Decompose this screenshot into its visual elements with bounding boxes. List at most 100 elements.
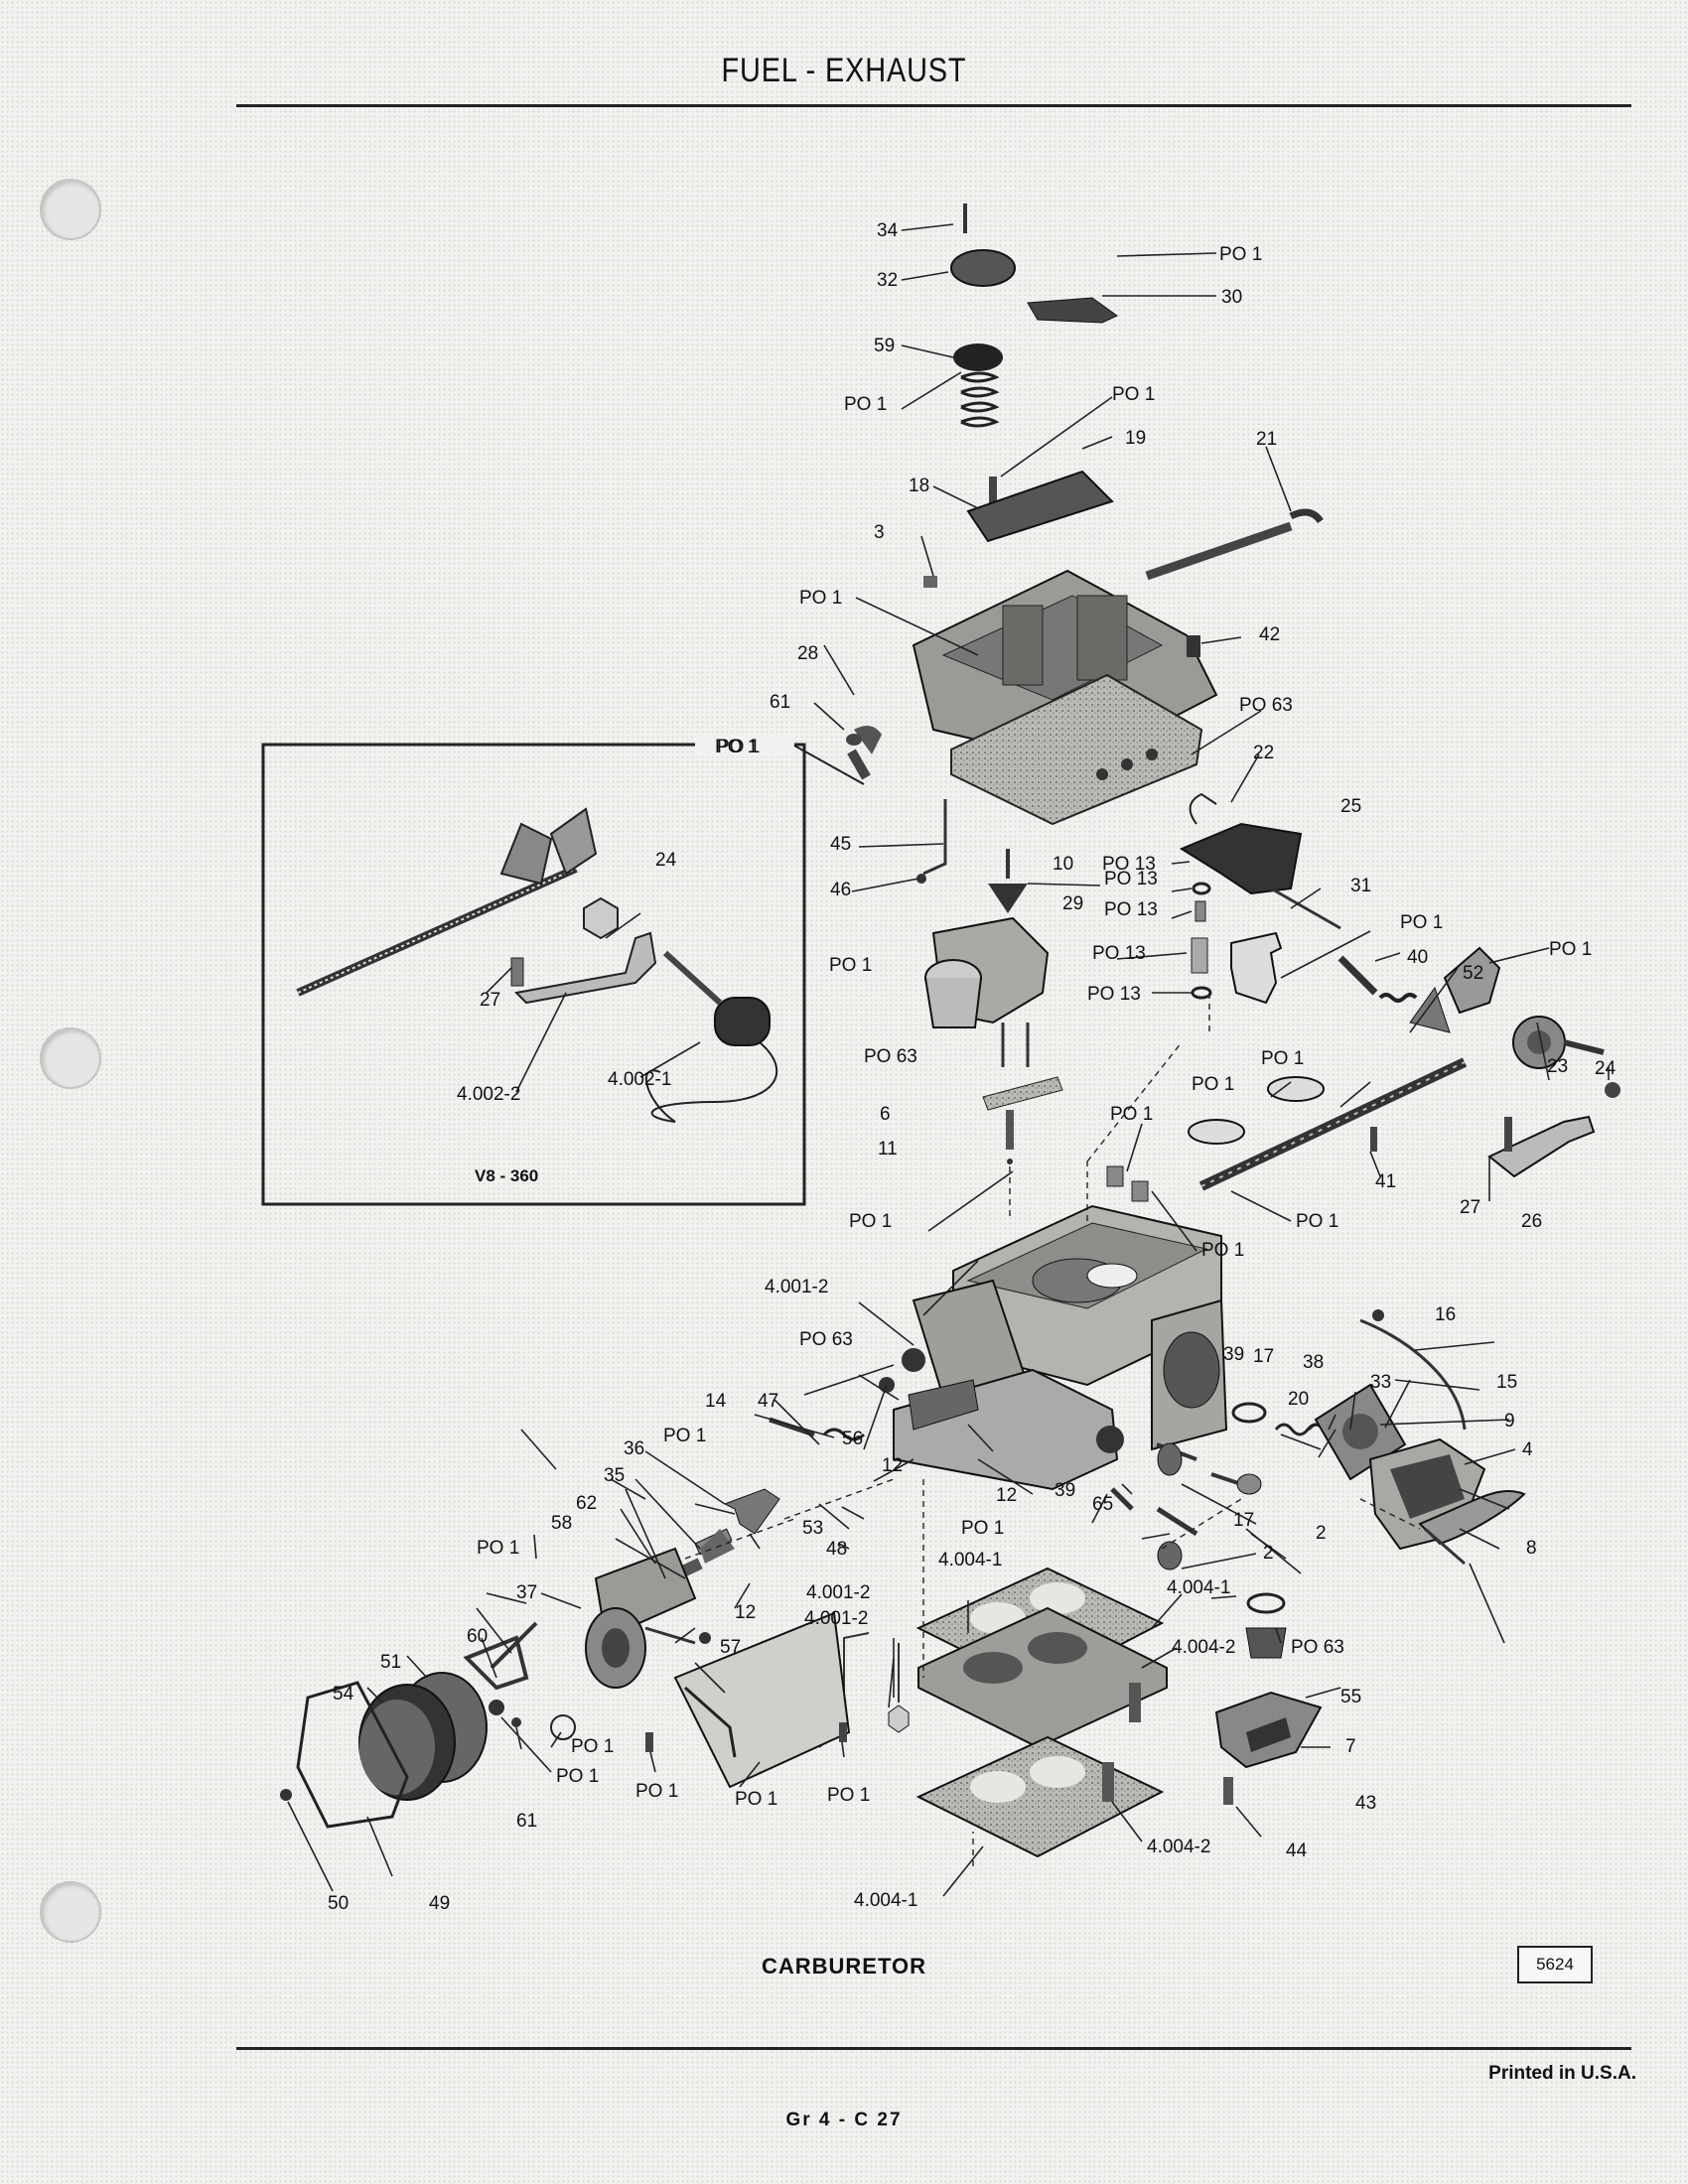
- part-label: 38: [1303, 1352, 1324, 1373]
- part-label: 62: [576, 1493, 597, 1514]
- part-label: 53: [802, 1518, 823, 1539]
- part-label: 45: [830, 834, 851, 855]
- part-label: 22: [1253, 743, 1274, 763]
- throttle-shaft-assembly: [1188, 946, 1620, 1191]
- part-label: 4.002-2: [457, 1084, 520, 1105]
- part-label: 10: [1053, 854, 1073, 875]
- part-label: 6: [880, 1104, 891, 1125]
- part-label: 3: [874, 522, 885, 543]
- part-label: 37: [516, 1582, 537, 1603]
- air-cleaner-parts: [280, 1672, 488, 1829]
- part-label: 20: [1288, 1389, 1309, 1410]
- part-label: PO 1: [844, 394, 887, 415]
- part-label: PO 1: [1110, 1104, 1153, 1125]
- part-label: 4.001-2: [806, 1582, 870, 1603]
- part-label: 4.001-2: [804, 1608, 868, 1629]
- part-label: 26: [1521, 1211, 1542, 1232]
- part-label: PO 1: [715, 737, 758, 757]
- part-label: 12: [735, 1602, 756, 1623]
- part-label: PO 1: [1296, 1211, 1338, 1232]
- booster-venturi-parts: [916, 799, 1063, 1164]
- needle-seat-stack: [1179, 792, 1341, 1005]
- part-label: 29: [1062, 893, 1083, 914]
- part-labels: 34 PO 1 32 30 59 PO 1 PO 1 19 21 18 3 PO…: [328, 220, 1617, 1914]
- part-label: PO 63: [1291, 1637, 1344, 1658]
- part-label: PO 63: [799, 1329, 853, 1350]
- part-label: PO 1: [635, 1781, 678, 1802]
- part-label: PO 13: [1104, 869, 1158, 889]
- part-label: PO 1: [1400, 912, 1443, 933]
- part-label: 4.004-2: [1147, 1837, 1210, 1857]
- choke-cap-assembly: [950, 204, 1118, 506]
- page-reference: Gr 4 - C 27: [785, 2110, 903, 2130]
- footer-rule: [236, 2047, 1631, 2050]
- binder-hole-top: [40, 179, 101, 240]
- part-label: 4.004-1: [938, 1550, 1002, 1570]
- part-label: PO 1: [1219, 244, 1262, 265]
- binder-hole-middle: [40, 1027, 101, 1089]
- part-label: 36: [624, 1438, 644, 1459]
- part-label: 50: [328, 1893, 349, 1914]
- part-label: 47: [758, 1391, 778, 1412]
- part-label: 27: [480, 990, 500, 1011]
- part-label: 24: [655, 850, 677, 871]
- part-label: 65: [1092, 1494, 1113, 1515]
- alignment-lines: [684, 993, 1421, 1866]
- part-label: 58: [551, 1513, 572, 1534]
- part-label: PO 1: [663, 1426, 706, 1446]
- part-label: 7: [1345, 1736, 1356, 1757]
- part-label: 61: [516, 1811, 537, 1832]
- part-label: 30: [1221, 287, 1242, 308]
- part-label: 33: [1370, 1372, 1391, 1393]
- part-label: 28: [797, 643, 818, 664]
- part-label: 4.001-2: [765, 1277, 828, 1297]
- part-label: PO 1: [1261, 1048, 1304, 1069]
- part-label: 4.004-2: [1172, 1637, 1235, 1658]
- part-label: 8: [1526, 1538, 1537, 1559]
- printed-notice: Printed in U.S.A.: [1488, 2063, 1636, 2084]
- part-label: 12: [996, 1485, 1017, 1506]
- part-label: 25: [1340, 796, 1361, 817]
- part-label: 11: [878, 1139, 898, 1160]
- part-label: PO 13: [1087, 984, 1141, 1005]
- part-label: PO 1: [571, 1736, 614, 1757]
- part-label: 52: [1463, 963, 1483, 984]
- part-label: 34: [877, 220, 899, 241]
- part-label: PO 63: [1239, 695, 1293, 716]
- part-label: PO 13: [1104, 899, 1158, 920]
- leader-lines: [287, 223, 1610, 1897]
- part-label: PO 1: [849, 1211, 892, 1232]
- part-label: 16: [1435, 1304, 1456, 1325]
- part-label: 32: [877, 270, 898, 291]
- part-label: PO 63: [864, 1046, 917, 1067]
- part-label: 15: [1496, 1372, 1517, 1393]
- power-valve-cover: [1214, 1592, 1323, 1805]
- air-horn-body: [846, 470, 1324, 826]
- part-label: 55: [1340, 1687, 1361, 1707]
- binder-hole-bottom: [40, 1881, 101, 1943]
- part-label: 19: [1125, 428, 1146, 449]
- part-label: 59: [874, 336, 895, 356]
- part-label: 21: [1256, 429, 1277, 450]
- part-label: 14: [705, 1391, 727, 1412]
- page-header: FUEL - EXHAUST: [721, 52, 967, 89]
- throttle-linkage-parts: [463, 1417, 866, 1740]
- part-label: 27: [1460, 1197, 1480, 1218]
- part-label: 31: [1350, 876, 1371, 896]
- main-body: [879, 1165, 1228, 1491]
- part-label: PO 1: [799, 588, 842, 609]
- part-label: 61: [770, 692, 790, 713]
- part-label: 48: [826, 1539, 847, 1560]
- part-label: PO 1: [1549, 939, 1592, 960]
- part-label: PO 1: [556, 1766, 599, 1787]
- header-rule: [236, 104, 1631, 107]
- part-label: 9: [1504, 1411, 1515, 1432]
- base-gaskets: [645, 1567, 1168, 1858]
- part-label: 46: [830, 880, 851, 900]
- part-label: 40: [1407, 947, 1428, 968]
- part-label: 4.004-1: [1167, 1577, 1230, 1598]
- part-label: 4.004-1: [854, 1890, 917, 1911]
- part-label: 56: [842, 1429, 863, 1449]
- part-label: 43: [1355, 1793, 1376, 1814]
